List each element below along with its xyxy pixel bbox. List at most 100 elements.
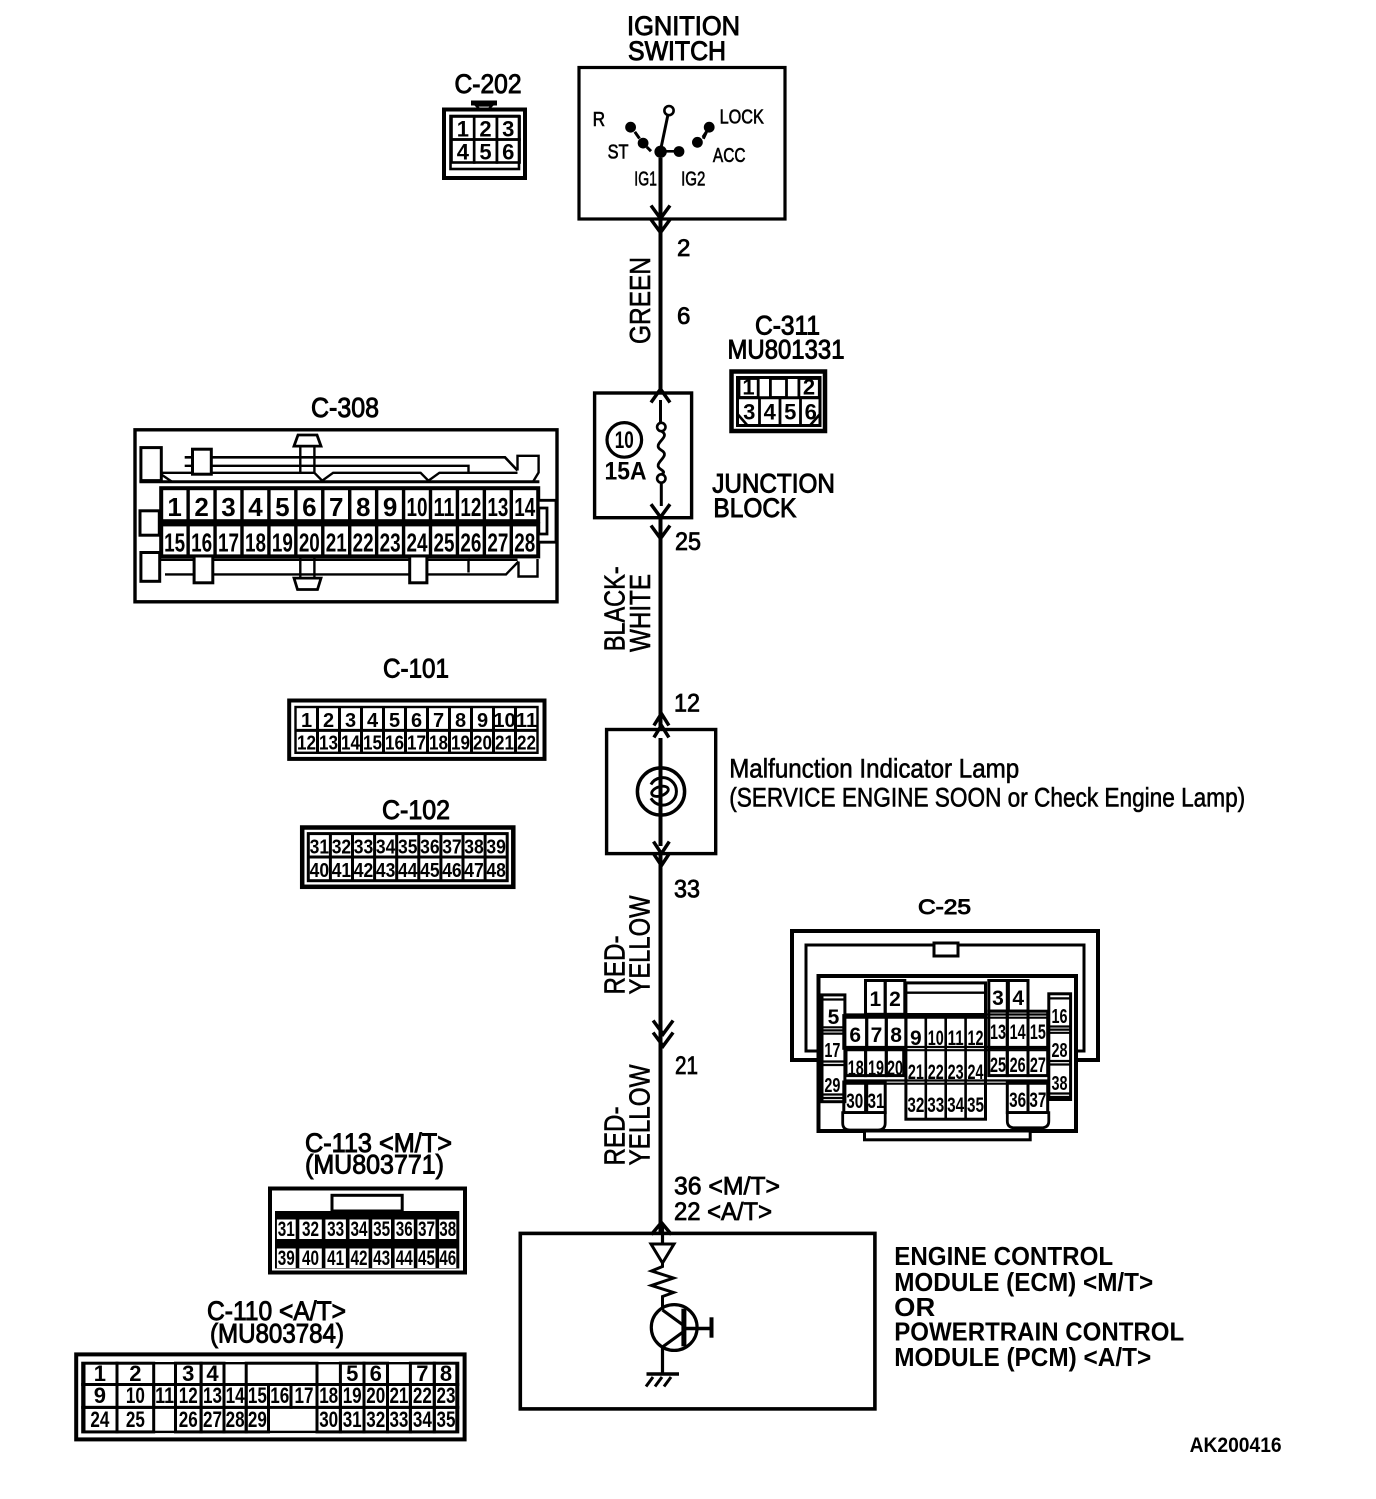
svg-text:28: 28 xyxy=(514,528,535,558)
svg-text:35: 35 xyxy=(373,1218,390,1241)
svg-text:20: 20 xyxy=(299,528,320,558)
svg-text:10: 10 xyxy=(928,1027,944,1050)
svg-text:JUNCTION: JUNCTION xyxy=(712,469,835,499)
svg-text:25: 25 xyxy=(433,528,454,558)
svg-text:23: 23 xyxy=(380,528,401,558)
svg-text:22: 22 xyxy=(413,1383,432,1408)
svg-text:6: 6 xyxy=(411,710,422,732)
svg-text:37: 37 xyxy=(442,837,462,859)
svg-text:44: 44 xyxy=(398,860,418,882)
svg-text:3: 3 xyxy=(992,987,1004,1010)
svg-text:32: 32 xyxy=(907,1094,924,1117)
svg-text:11: 11 xyxy=(155,1383,174,1408)
svg-text:15: 15 xyxy=(164,528,185,558)
svg-text:34: 34 xyxy=(413,1407,433,1432)
svg-text:14: 14 xyxy=(1010,1021,1026,1044)
svg-text:1: 1 xyxy=(94,1361,106,1386)
svg-text:34: 34 xyxy=(947,1094,964,1117)
svg-text:33: 33 xyxy=(327,1218,344,1241)
svg-text:18: 18 xyxy=(429,733,448,755)
svg-text:34: 34 xyxy=(376,837,396,859)
svg-text:48: 48 xyxy=(486,860,506,882)
svg-text:27: 27 xyxy=(203,1407,222,1432)
svg-text:4: 4 xyxy=(457,140,470,165)
svg-text:BLOCK: BLOCK xyxy=(713,493,796,523)
svg-text:22 <A/T>: 22 <A/T> xyxy=(674,1198,772,1226)
svg-text:MU801331: MU801331 xyxy=(728,335,845,365)
svg-text:22: 22 xyxy=(353,528,374,558)
svg-text:3: 3 xyxy=(502,117,514,142)
svg-text:33: 33 xyxy=(354,837,374,859)
svg-text:37: 37 xyxy=(418,1218,435,1241)
svg-text:45: 45 xyxy=(418,1247,435,1270)
svg-text:38: 38 xyxy=(464,837,484,859)
svg-text:39: 39 xyxy=(278,1247,295,1270)
svg-text:9: 9 xyxy=(477,710,488,732)
svg-text:3: 3 xyxy=(221,492,235,522)
svg-text:40: 40 xyxy=(310,860,330,882)
svg-text:6: 6 xyxy=(677,303,690,330)
svg-text:7: 7 xyxy=(871,1024,883,1047)
svg-text:6: 6 xyxy=(849,1024,861,1047)
svg-text:7: 7 xyxy=(433,710,444,732)
svg-text:POWERTRAIN CONTROL: POWERTRAIN CONTROL xyxy=(894,1317,1184,1347)
svg-text:21: 21 xyxy=(495,733,514,755)
svg-text:16: 16 xyxy=(191,528,212,558)
svg-text:RED-: RED- xyxy=(600,936,632,995)
svg-text:9: 9 xyxy=(383,492,397,522)
svg-text:2: 2 xyxy=(323,710,334,732)
svg-text:23: 23 xyxy=(948,1061,964,1084)
svg-text:C-202: C-202 xyxy=(455,69,522,99)
svg-text:26: 26 xyxy=(460,528,481,558)
svg-text:2: 2 xyxy=(803,375,815,400)
svg-text:2: 2 xyxy=(194,492,208,522)
svg-text:19: 19 xyxy=(451,733,470,755)
svg-text:6: 6 xyxy=(502,140,514,165)
svg-text:26: 26 xyxy=(1010,1054,1026,1077)
svg-text:25: 25 xyxy=(675,528,701,556)
svg-text:36: 36 xyxy=(420,837,440,859)
svg-text:5: 5 xyxy=(275,492,289,522)
svg-text:35: 35 xyxy=(437,1407,456,1432)
svg-text:3: 3 xyxy=(743,400,755,425)
svg-text:24: 24 xyxy=(407,528,428,558)
svg-text:MODULE (PCM) <A/T>: MODULE (PCM) <A/T> xyxy=(894,1342,1151,1372)
svg-text:20: 20 xyxy=(887,1057,903,1080)
svg-text:32: 32 xyxy=(302,1218,319,1241)
svg-text:11: 11 xyxy=(516,710,537,732)
svg-text:ACC: ACC xyxy=(713,145,746,167)
svg-text:(MU803771): (MU803771) xyxy=(305,1150,444,1180)
svg-text:25: 25 xyxy=(990,1054,1006,1077)
svg-text:26: 26 xyxy=(179,1407,198,1432)
svg-text:C-101: C-101 xyxy=(383,654,449,684)
svg-text:10: 10 xyxy=(407,492,428,522)
svg-text:33: 33 xyxy=(674,876,700,904)
svg-text:1: 1 xyxy=(167,492,181,522)
svg-text:43: 43 xyxy=(376,860,396,882)
svg-text:IGNITION: IGNITION xyxy=(627,11,740,41)
svg-text:42: 42 xyxy=(351,1247,368,1270)
svg-text:YELLOW: YELLOW xyxy=(625,1064,657,1166)
svg-text:SWITCH: SWITCH xyxy=(628,36,726,66)
svg-text:28: 28 xyxy=(226,1407,245,1432)
svg-text:(SERVICE ENGINE SOON or Check: (SERVICE ENGINE SOON or Check Engine Lam… xyxy=(729,783,1245,813)
svg-text:GREEN: GREEN xyxy=(625,257,657,344)
svg-text:C-102: C-102 xyxy=(382,795,450,825)
svg-text:BLACK-: BLACK- xyxy=(600,566,632,651)
svg-text:10: 10 xyxy=(615,427,634,454)
svg-text:12: 12 xyxy=(968,1027,984,1050)
svg-text:32: 32 xyxy=(366,1407,385,1432)
svg-text:IG2: IG2 xyxy=(681,168,705,190)
svg-text:17: 17 xyxy=(824,1040,840,1062)
svg-text:29: 29 xyxy=(824,1075,840,1097)
svg-text:7: 7 xyxy=(416,1361,428,1386)
svg-text:4: 4 xyxy=(764,400,777,425)
svg-text:38: 38 xyxy=(1052,1073,1068,1095)
svg-text:5: 5 xyxy=(346,1361,358,1386)
svg-text:33: 33 xyxy=(927,1094,944,1117)
svg-text:36: 36 xyxy=(396,1218,413,1241)
svg-text:LOCK: LOCK xyxy=(720,107,765,129)
svg-text:9: 9 xyxy=(910,1027,922,1050)
svg-text:WHITE: WHITE xyxy=(625,574,657,652)
svg-text:6: 6 xyxy=(302,492,316,522)
